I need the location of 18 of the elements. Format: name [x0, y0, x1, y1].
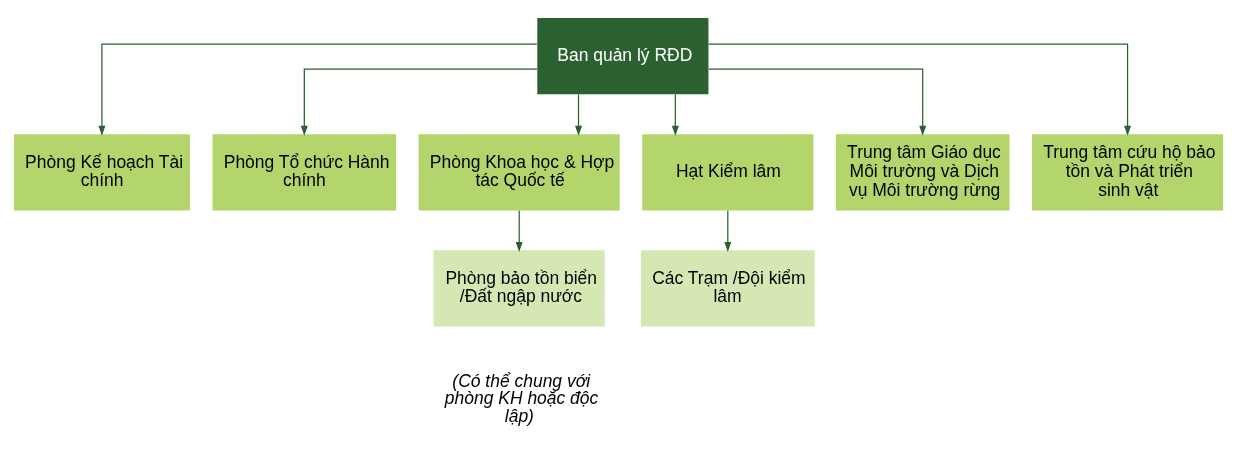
arrow: [300, 68, 538, 136]
node-box: Phòng bảo tồn biển /Đất ngập nước: [433, 250, 605, 327]
node-box: Hạt Kiểm lâm: [642, 134, 814, 211]
node-box: Các Trạm /Đội kiểm lâm: [641, 250, 815, 327]
arrow: [575, 93, 583, 136]
arrow: [724, 210, 732, 253]
arrow: [671, 93, 679, 136]
arrow: [98, 43, 538, 136]
arrow: [708, 68, 927, 136]
node-box: Phòng Tổ chức Hành chính: [212, 134, 397, 211]
arrow: [707, 43, 1132, 136]
node-box: Ban quản lý RĐD: [537, 18, 709, 95]
node-label: (Có thể chung với phòng KH hoặc độc lập): [444, 370, 599, 426]
node-box: Trung tâm Giáo dục Môi trường và Dịch vụ Môi trường rừng: [835, 134, 1010, 211]
node-box: Trung tâm cứu hộ bảo tồn và Phát triển sinh vật: [1032, 134, 1224, 211]
node-box: Phòng Khoa học & Hợp tác Quốc tế: [418, 134, 620, 211]
node-box: Phòng Kế hoạch Tài chính: [13, 134, 190, 211]
arrow: [515, 210, 523, 253]
